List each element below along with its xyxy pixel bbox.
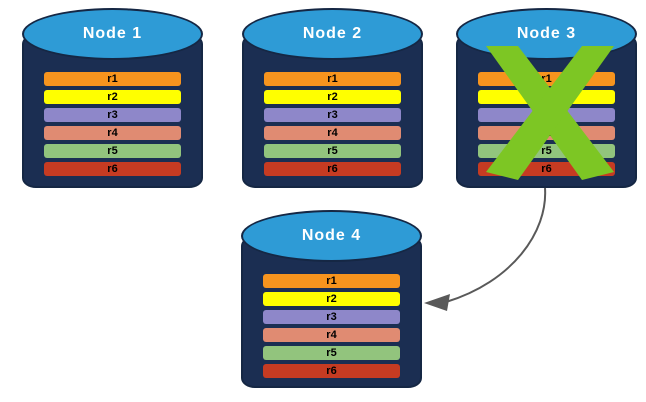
node-2-row-r2[interactable]: r2	[264, 90, 401, 104]
row-label: r6	[541, 162, 552, 175]
node-2-label: Node 2	[302, 25, 363, 42]
node-1-row-r4[interactable]: r4	[44, 126, 181, 140]
node-3-row-r2[interactable]: r2	[478, 90, 615, 104]
row-label: r5	[326, 346, 337, 359]
node-4-row-r2[interactable]: r2	[263, 292, 400, 306]
row-label: r1	[107, 72, 118, 85]
row-label: r2	[107, 90, 118, 103]
row-label: r2	[327, 90, 338, 103]
node-3-row-r4[interactable]: r4	[478, 126, 615, 140]
row-label: r3	[107, 108, 118, 121]
node-2[interactable]: Node 2 r1 r2 r3 r4 r5 r6	[242, 8, 423, 188]
node-3-row-r6[interactable]: r6	[478, 162, 615, 176]
row-label: r3	[327, 108, 338, 121]
node-1-row-r6[interactable]: r6	[44, 162, 181, 176]
node-1-rows: r1 r2 r3 r4 r5 r6	[22, 72, 203, 180]
node-3[interactable]: Node 3 r1 r2 r3 r4 r5 r6	[456, 8, 637, 188]
row-label: r6	[326, 364, 337, 377]
row-label: r5	[107, 144, 118, 157]
row-label: r3	[541, 108, 552, 121]
row-label: r4	[107, 126, 118, 139]
row-label: r2	[326, 292, 337, 305]
row-label: r6	[107, 162, 118, 175]
row-label: r4	[541, 126, 552, 139]
node-4-row-r1[interactable]: r1	[263, 274, 400, 288]
node-4-label: Node 4	[301, 227, 362, 244]
node-4[interactable]: Node 4 r1 r2 r3 r4 r5 r6	[241, 210, 422, 388]
node-2-rows: r1 r2 r3 r4 r5 r6	[242, 72, 423, 180]
row-label: r1	[326, 274, 337, 287]
node-3-label: Node 3	[516, 25, 577, 42]
node-2-row-r3[interactable]: r3	[264, 108, 401, 122]
node-4-row-r3[interactable]: r3	[263, 310, 400, 324]
node-1-row-r1[interactable]: r1	[44, 72, 181, 86]
node-4-row-r5[interactable]: r5	[263, 346, 400, 360]
row-label: r1	[541, 72, 552, 85]
node-4-row-r4[interactable]: r4	[263, 328, 400, 342]
node-4-cylinder-top: Node 4	[241, 210, 422, 262]
node-3-cylinder-top: Node 3	[456, 8, 637, 60]
row-label: r5	[327, 144, 338, 157]
node-3-row-r5[interactable]: r5	[478, 144, 615, 158]
row-label: r3	[326, 310, 337, 323]
row-label: r5	[541, 144, 552, 157]
row-label: r4	[326, 328, 337, 341]
node-3-row-r3[interactable]: r3	[478, 108, 615, 122]
node-1-row-r3[interactable]: r3	[44, 108, 181, 122]
row-label: r2	[541, 90, 552, 103]
node-2-row-r1[interactable]: r1	[264, 72, 401, 86]
node-3-rows: r1 r2 r3 r4 r5 r6	[456, 72, 637, 180]
node-2-row-r5[interactable]: r5	[264, 144, 401, 158]
node-1-row-r2[interactable]: r2	[44, 90, 181, 104]
node-1-cylinder-top: Node 1	[22, 8, 203, 60]
node-2-row-r6[interactable]: r6	[264, 162, 401, 176]
row-label: r1	[327, 72, 338, 85]
node-4-row-r6[interactable]: r6	[263, 364, 400, 378]
node-4-rows: r1 r2 r3 r4 r5 r6	[241, 274, 422, 382]
node-3-row-r1[interactable]: r1	[478, 72, 615, 86]
node-1-row-r5[interactable]: r5	[44, 144, 181, 158]
node-1[interactable]: Node 1 r1 r2 r3 r4 r5 r6	[22, 8, 203, 188]
row-label: r4	[327, 126, 338, 139]
node-2-row-r4[interactable]: r4	[264, 126, 401, 140]
node-1-label: Node 1	[82, 25, 143, 42]
row-label: r6	[327, 162, 338, 175]
node-2-cylinder-top: Node 2	[242, 8, 423, 60]
